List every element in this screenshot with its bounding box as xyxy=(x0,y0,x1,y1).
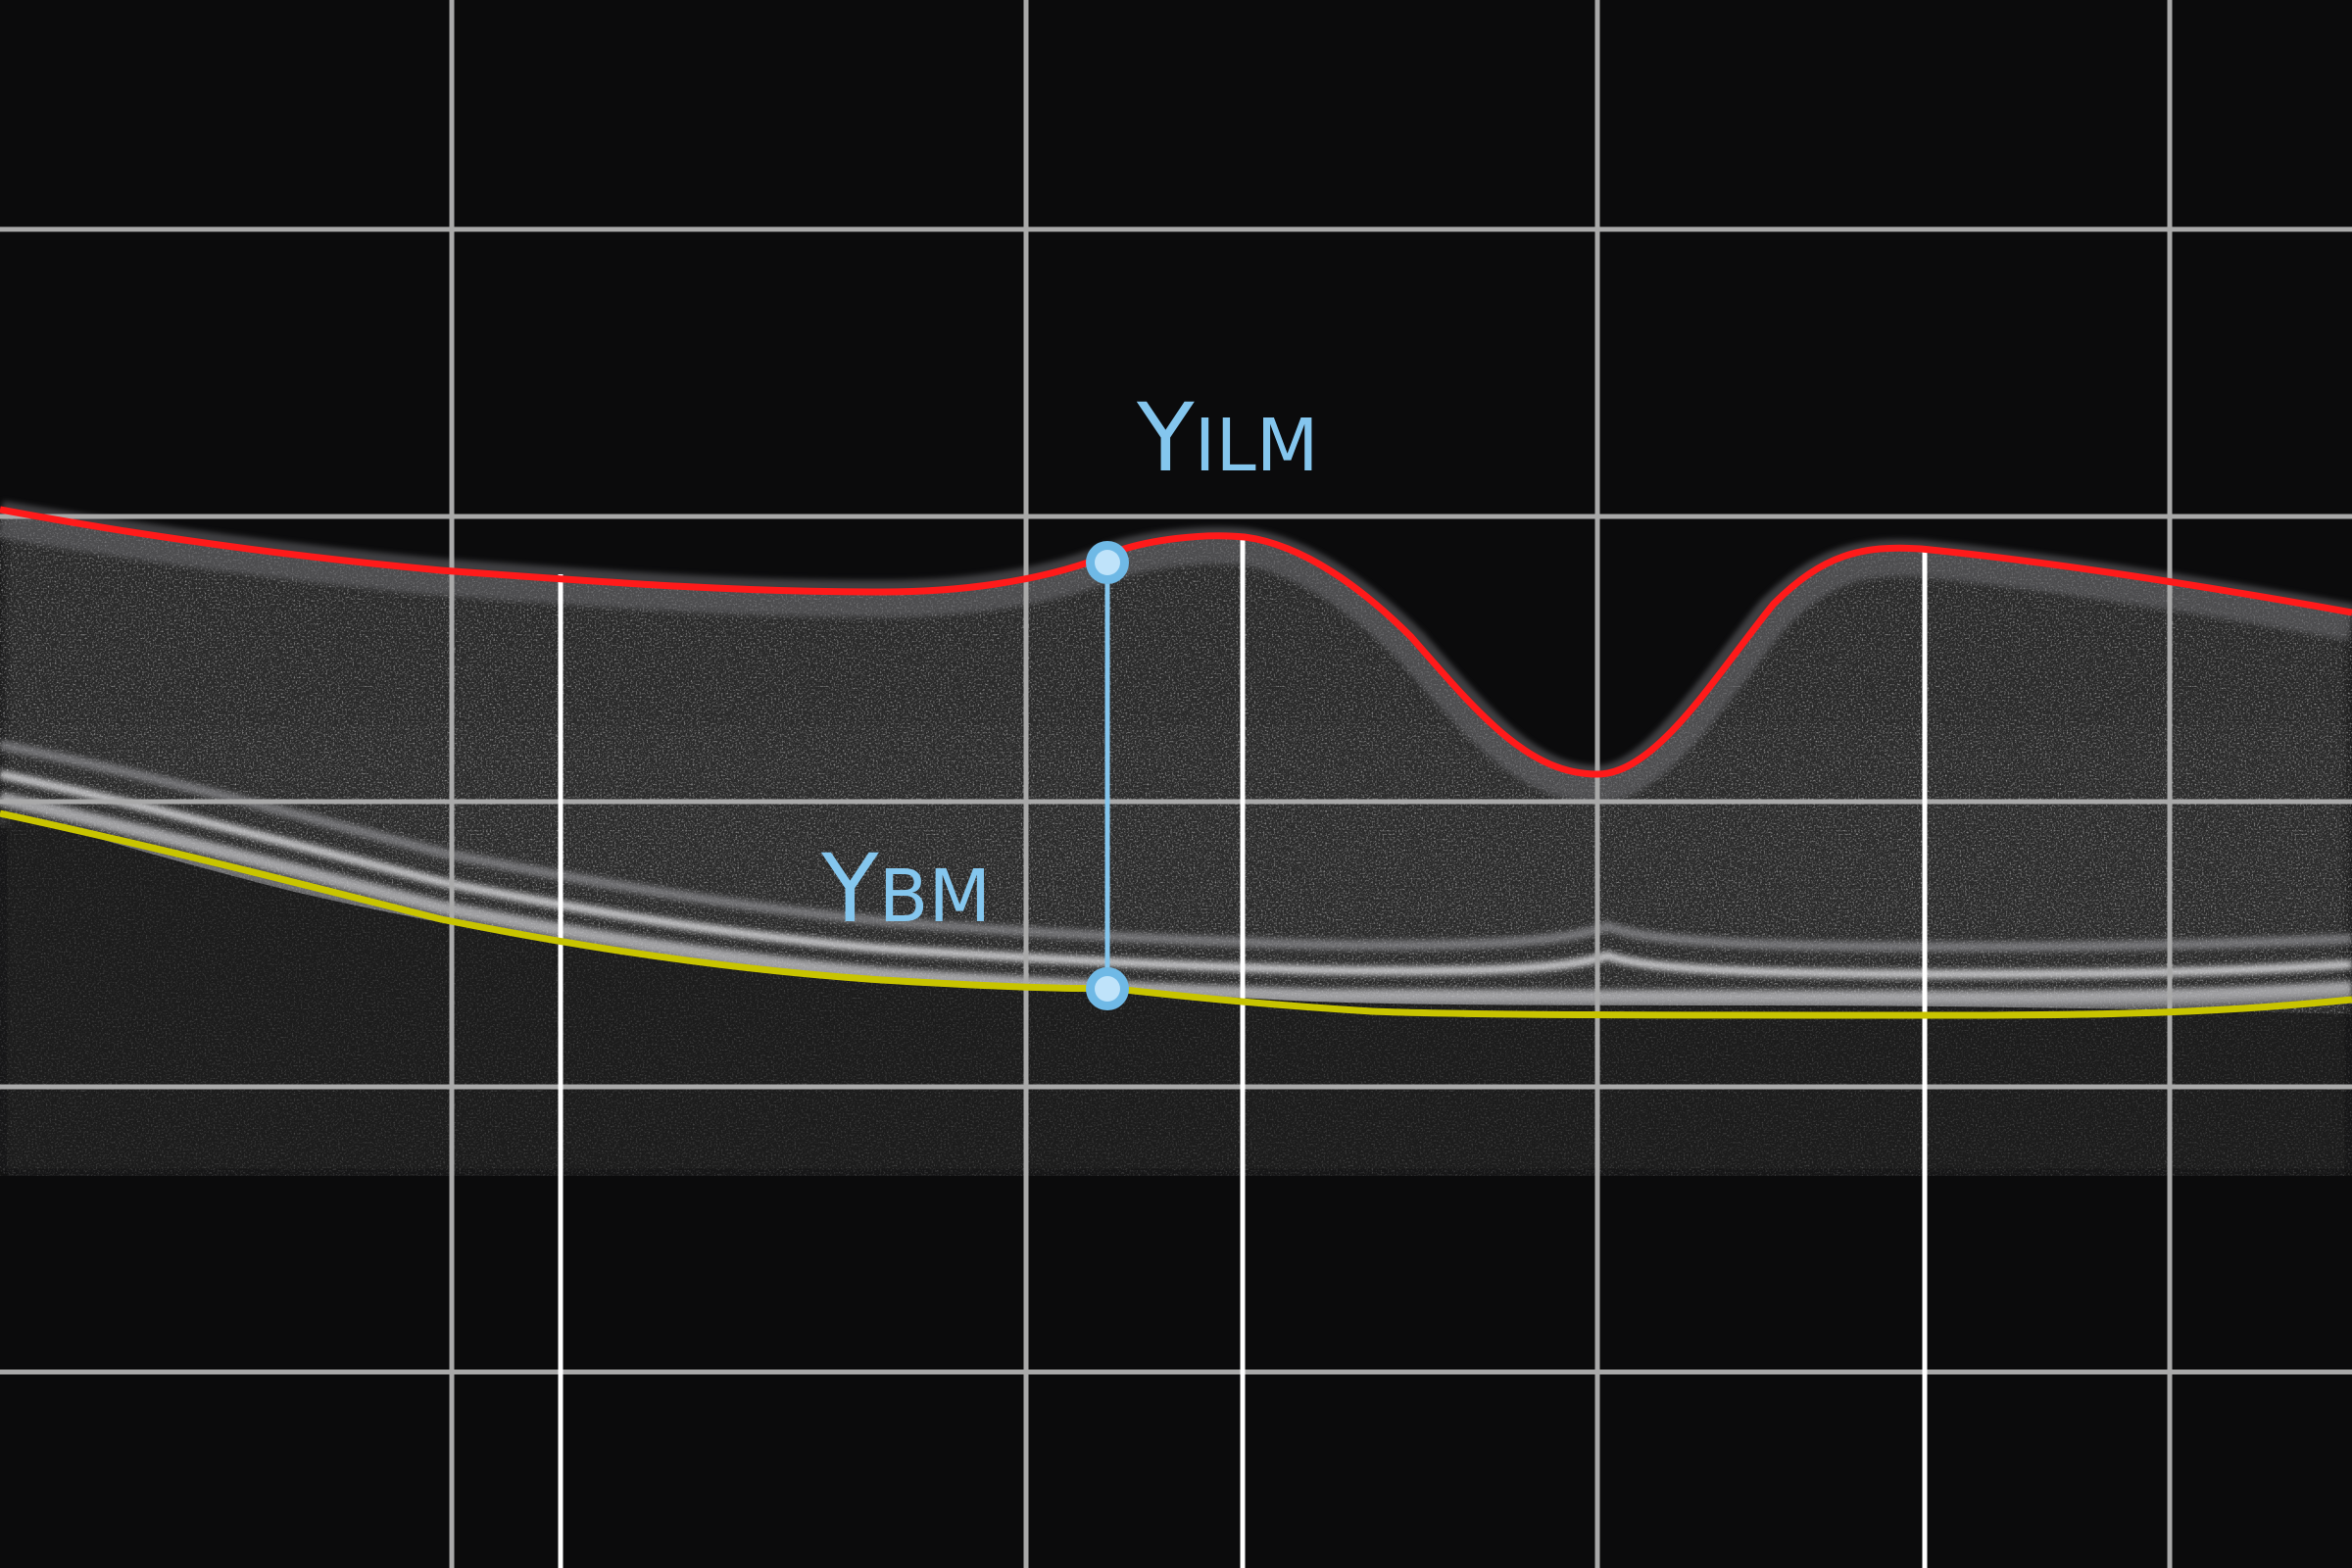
ilm-label: YILM xyxy=(1136,383,1319,493)
ilm-boundary-line xyxy=(0,506,2352,778)
bm-marker-handle[interactable] xyxy=(1086,967,1129,1010)
grid-horizontal-lines xyxy=(0,226,2352,1375)
grid-vertical-lines xyxy=(449,0,2173,1568)
ilm-marker-handle[interactable] xyxy=(1086,541,1129,584)
grid-white-markers xyxy=(558,539,1928,1568)
bm-label: YBM xyxy=(820,834,991,944)
